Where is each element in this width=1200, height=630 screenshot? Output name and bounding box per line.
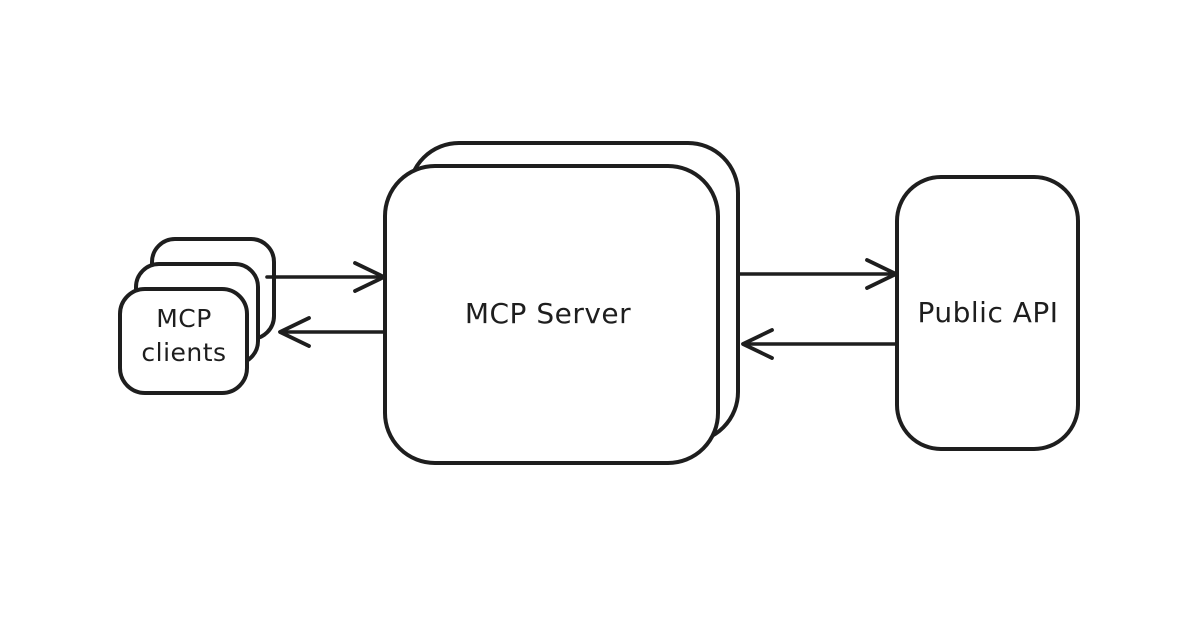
node-mcp-clients-front: MCP clients (118, 287, 249, 395)
public-api-card (895, 175, 1080, 451)
public-api-label: Public API (917, 296, 1058, 329)
edge-clients-to-server (265, 261, 386, 293)
mcp-clients-card-front (118, 287, 249, 395)
edge-server-to-clients-arrowhead-icon (278, 316, 311, 348)
mcp-server-label: MCP Server (465, 297, 631, 330)
node-public-api: Public API (895, 175, 1080, 451)
node-mcp-server: MCP Server (383, 141, 740, 465)
edge-api-to-server-arrowhead-icon (741, 328, 774, 360)
mcp-server-card-front (383, 164, 720, 465)
edge-server-to-clients (278, 316, 387, 348)
edge-api-to-server (741, 328, 899, 360)
mcp-clients-label-line1: MCP (156, 304, 212, 333)
mcp-clients-label-line2: clients (141, 338, 226, 367)
edge-server-to-api (738, 258, 898, 290)
